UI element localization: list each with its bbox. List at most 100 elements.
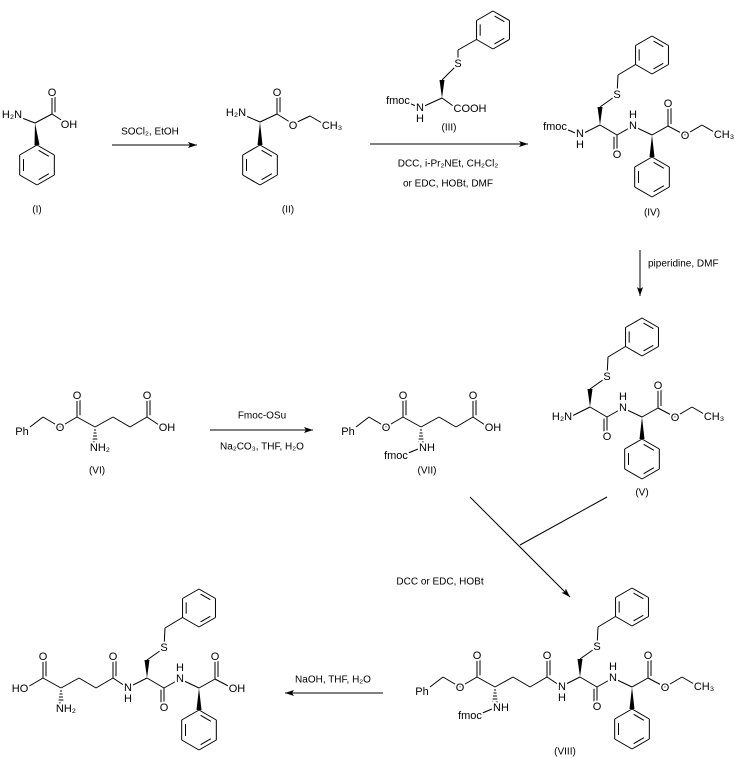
benzene-ring-inner-bond <box>653 62 664 70</box>
atom-label: N <box>124 682 132 694</box>
single-bond <box>438 416 457 428</box>
benzene-ring-bond <box>476 39 494 50</box>
benzene-ring-bond <box>19 174 38 186</box>
atom-label: OH <box>61 119 78 131</box>
reagent-label: DCC, i-Pr₂NEt, CH₂Cl₂ <box>398 159 499 170</box>
atom-label: O <box>469 390 478 402</box>
single-bond <box>59 416 78 428</box>
benzene-ring-bond <box>614 738 633 750</box>
single-bond <box>76 416 96 428</box>
benzene-ring-inner-bond <box>643 467 655 475</box>
single-bond <box>292 115 311 125</box>
single-bond <box>42 416 61 428</box>
atom-label: O <box>143 390 152 402</box>
benzene-ring-bond <box>36 144 55 156</box>
single-bond <box>419 97 443 109</box>
reagent-label: NaOH, THF, H₂O <box>295 675 371 686</box>
single-bond <box>631 677 649 688</box>
atom-label: N <box>558 681 566 693</box>
benzene-ring-bond <box>634 186 653 198</box>
atom-label: S <box>160 642 167 654</box>
atom-label: O <box>289 120 298 132</box>
single-bond <box>406 101 421 109</box>
single-bond <box>589 376 608 390</box>
atom-label: N <box>416 102 424 114</box>
benzene-ring-inner-bond <box>38 173 50 181</box>
atom-label: H₂N <box>552 411 572 423</box>
benzene-ring-bond <box>182 588 200 599</box>
single-bond <box>441 63 459 81</box>
atom-label: O <box>654 380 663 392</box>
benzene-ring-bond <box>259 144 278 156</box>
single-bond <box>599 124 618 136</box>
wedge-bond <box>629 687 635 709</box>
benzene-ring-inner-bond <box>653 185 665 193</box>
reagent-label: Fmoc-OSu <box>238 411 286 422</box>
single-bond <box>616 125 634 136</box>
single-bond <box>664 676 683 688</box>
fmoc-group: fmoc <box>543 121 567 133</box>
atom-label: O <box>473 650 482 662</box>
atom-label: H₂N <box>2 109 22 121</box>
single-bond <box>617 64 636 76</box>
single-bond <box>607 346 626 358</box>
single-bond <box>651 125 669 136</box>
single-bond <box>579 124 601 136</box>
benzene-ring-bond <box>625 317 643 328</box>
benzene-ring-bond <box>641 317 659 328</box>
benzene-ring-bond <box>198 709 217 721</box>
single-bond <box>441 97 457 109</box>
benzene-ring-inner-bond <box>643 322 654 330</box>
benzene-ring-inner-bond <box>200 738 212 746</box>
single-bond <box>146 677 165 689</box>
single-bond <box>163 678 181 689</box>
atom-label: N <box>176 673 184 685</box>
atom-label: OH <box>485 422 502 434</box>
arrow-head-icon <box>285 690 294 696</box>
benzene-ring-bond <box>625 346 643 357</box>
benzene-ring-inner-bond <box>653 161 665 169</box>
atom-label: H <box>629 109 637 121</box>
atom-label: NH <box>493 702 509 714</box>
benzene-ring-inner-bond <box>643 344 654 352</box>
single-bond <box>21 117 36 124</box>
single-bond <box>42 677 62 689</box>
reaction-arrow <box>469 496 571 598</box>
benzene-ring-inner-bond <box>633 592 644 600</box>
compound-label-III: (III) <box>442 123 457 134</box>
single-bond <box>559 676 581 688</box>
reagent-label: or EDC, HOBt, DMF <box>403 179 493 190</box>
single-bond <box>179 678 200 689</box>
atom-label: O <box>664 98 673 110</box>
benzene-ring-bond <box>198 739 217 751</box>
benzene-ring-bond <box>651 186 670 198</box>
atom-label: O <box>603 431 612 443</box>
single-bond <box>146 416 163 428</box>
single-bond <box>632 125 653 136</box>
compound-label-V: (V) <box>635 488 648 499</box>
benzene-ring-bond <box>641 468 660 480</box>
single-bond <box>457 39 477 51</box>
single-bond <box>674 406 693 418</box>
single-bond <box>402 416 422 428</box>
compound-label-VI: (VI) <box>89 466 105 477</box>
atom-label: O <box>48 87 57 99</box>
single-bond <box>579 676 598 688</box>
benzene-ring-bond <box>492 10 510 21</box>
benzene-ring-bond <box>624 438 643 450</box>
atom-label: H₂N <box>226 107 246 119</box>
benzene-ring-bond <box>259 174 278 186</box>
benzene-ring-bond <box>242 144 261 156</box>
benzene-ring-bond <box>634 156 653 168</box>
single-bond <box>579 646 598 660</box>
wedge-bond <box>577 659 583 677</box>
single-bond <box>546 676 563 688</box>
atom-label: O <box>681 130 690 142</box>
single-bond <box>60 677 80 689</box>
single-bond <box>198 678 216 689</box>
benzene-ring-bond <box>641 438 660 450</box>
benzene-ring-inner-bond <box>653 40 664 48</box>
single-bond <box>472 416 489 428</box>
single-bond <box>29 416 44 428</box>
atom-label: S <box>613 89 620 101</box>
